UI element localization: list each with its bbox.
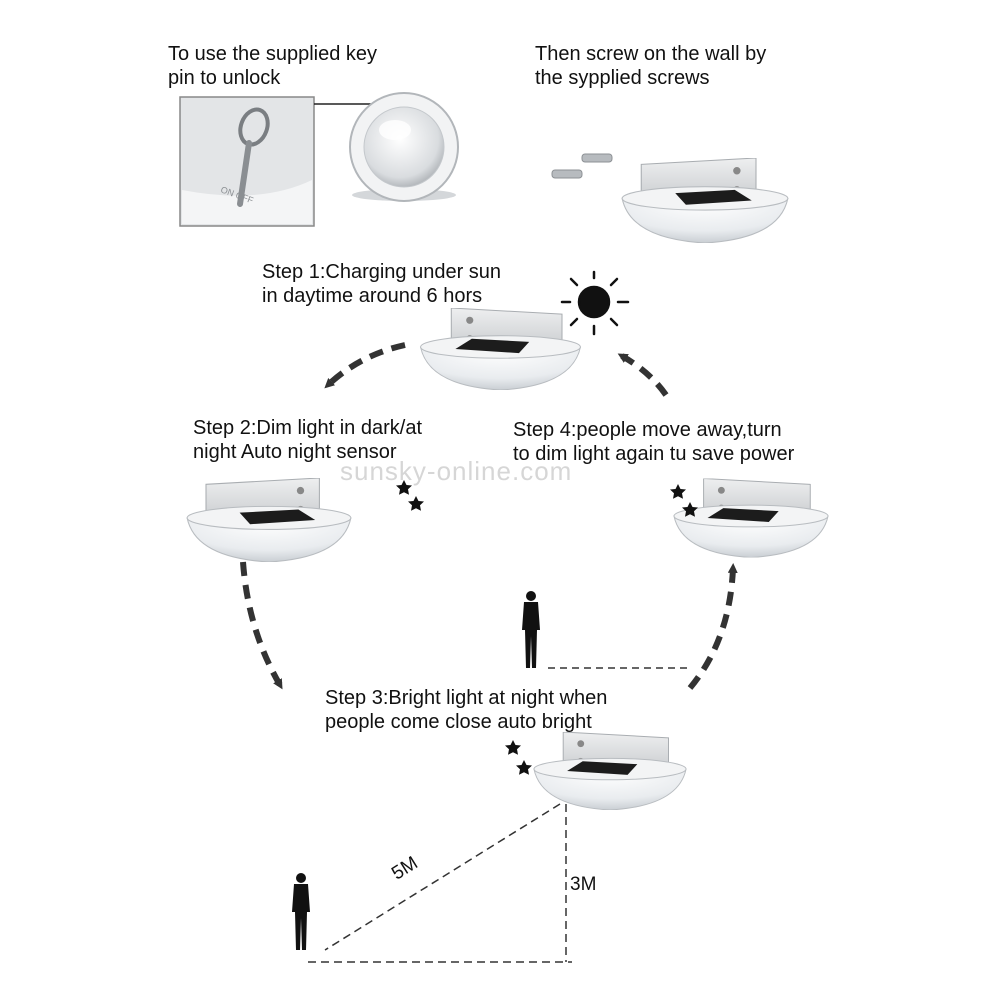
arrow-step4-to-step1 [617, 353, 669, 397]
lamp-front-view [349, 92, 459, 202]
step4-label: Step 4:people move away,turn to dim ligh… [513, 419, 795, 465]
distance-lines [308, 803, 572, 963]
arrow-step2-to-step3 [240, 561, 283, 690]
lamp-step3 [534, 732, 686, 810]
person-icon [522, 591, 540, 668]
step1-label: Step 1:Charging under sun in daytime aro… [262, 261, 502, 307]
arrow-step3-to-step4 [687, 563, 738, 690]
moon-stars-icon [465, 738, 532, 784]
flow-arrows [240, 342, 738, 690]
mount-instruction: Then screw on the wall by the sypplied s… [535, 43, 767, 89]
sun-icon [560, 270, 630, 336]
person-icon [292, 873, 310, 950]
step3-label: Step 3:Bright light at night when people… [325, 687, 608, 733]
key-pin-inset [179, 96, 395, 227]
unlock-instruction: To use the supplied key pin to unlock [168, 43, 378, 89]
moon-stars-icon [630, 477, 698, 521]
height-distance-label: 3M [570, 874, 597, 895]
watermark: sunsky-online.com [340, 456, 573, 486]
lamp-wall-mounted [621, 158, 789, 243]
lamp-step1 [421, 308, 581, 390]
step2-label: Step 2:Dim light in dark/at night Auto n… [193, 417, 422, 463]
moon-stars-icon [356, 476, 424, 520]
lamp-step2 [186, 478, 352, 562]
lamp-step4 [674, 479, 828, 558]
key-pin-icon [237, 107, 270, 207]
arrow-step1-to-step2 [324, 342, 406, 389]
